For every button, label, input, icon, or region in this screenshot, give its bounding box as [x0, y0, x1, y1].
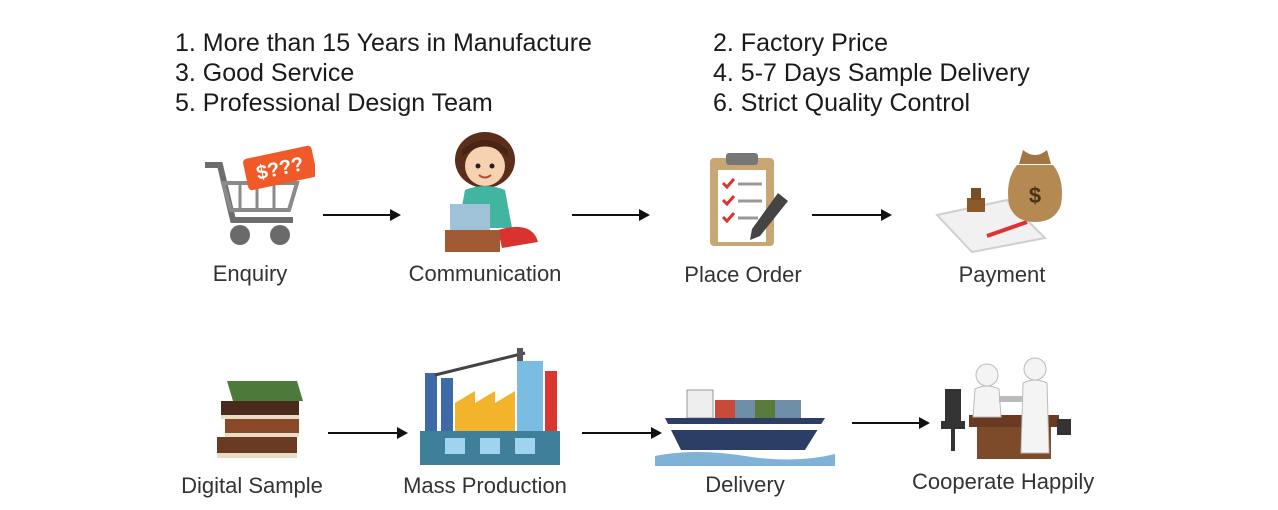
step-label: Delivery — [705, 472, 785, 497]
feature-list-left: 1. More than 15 Years in Manufacture 3. … — [175, 28, 592, 118]
step-digital-sample: Digital Sample — [162, 375, 342, 499]
step-delivery: Delivery — [655, 378, 835, 498]
money-bag-icon: $ — [935, 150, 1062, 254]
operator-icon — [445, 132, 538, 252]
ship-icon — [655, 389, 835, 466]
feature-item: 2. Factory Price — [713, 29, 889, 57]
arrow-communication-order — [572, 209, 650, 221]
feature-item: 6. Strict Quality Control — [713, 89, 971, 117]
step-label: Mass Production — [403, 473, 567, 498]
factory-icon — [420, 348, 560, 465]
feature-item: 5. Professional Design Team — [175, 89, 493, 117]
feature-item: 1. More than 15 Years in Manufacture — [175, 29, 592, 57]
step-label: Enquiry — [212, 261, 288, 286]
step-place-order: Place Order — [653, 148, 833, 288]
step-payment: $ Payment — [912, 140, 1092, 288]
arrow-sample-production — [328, 427, 408, 439]
step-enquiry: $??? Enquiry — [160, 145, 340, 287]
arrow-delivery-cooperate — [852, 417, 930, 429]
handshake-icon — [941, 357, 1071, 459]
step-cooperate-happily: Cooperate Happily — [912, 355, 1095, 495]
dollar-sign: $ — [1029, 183, 1041, 208]
step-label: Digital Sample — [181, 473, 323, 498]
arrow-production-delivery — [582, 427, 662, 439]
step-label: Communication — [408, 261, 562, 286]
step-label: Cooperate Happily — [912, 469, 1095, 494]
clipboard-icon — [710, 153, 788, 246]
arrow-order-payment — [812, 209, 892, 221]
arrow-enquiry-communication — [323, 209, 401, 221]
step-label: Place Order — [684, 262, 802, 287]
feature-list-right: 2. Factory Price 4. 5-7 Days Sample Deli… — [713, 28, 1030, 118]
step-communication: Communication — [395, 130, 575, 287]
feature-item: 3. Good Service — [175, 59, 355, 87]
step-label: Payment — [958, 262, 1046, 287]
shopping-cart-icon: $??? — [205, 145, 315, 245]
feature-item: 4. 5-7 Days Sample Delivery — [713, 59, 1030, 87]
step-mass-production: Mass Production — [395, 343, 575, 499]
books-icon — [217, 381, 303, 458]
